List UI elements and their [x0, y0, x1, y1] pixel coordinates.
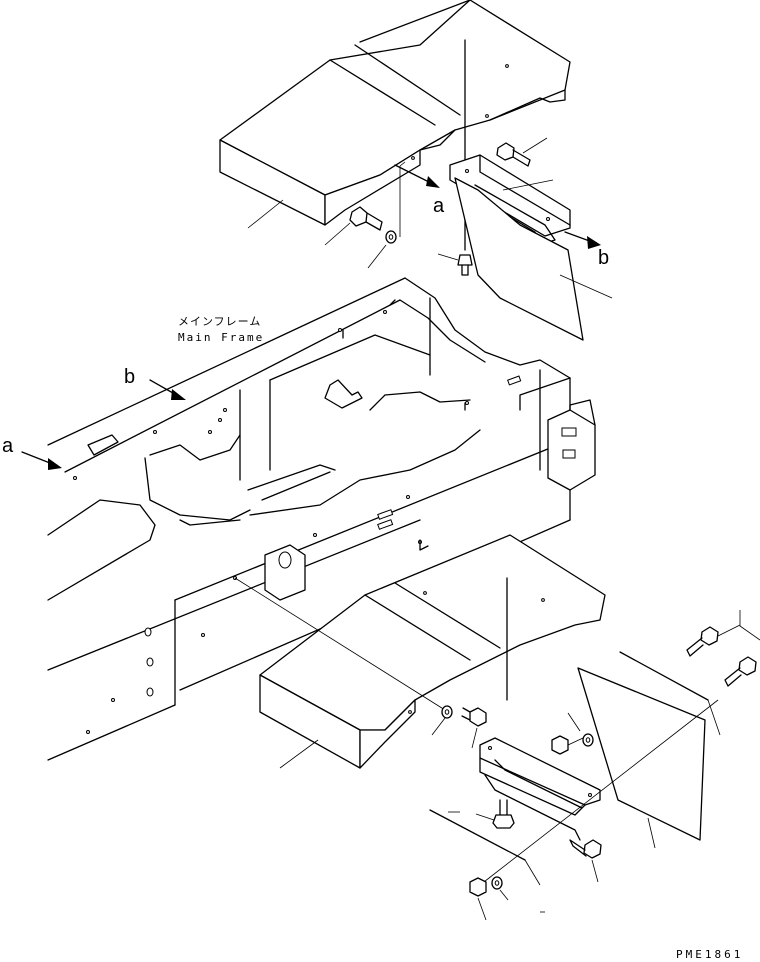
bolt-lower-right: [569, 839, 602, 883]
main-frame-label-en: Main Frame: [178, 331, 264, 344]
ref-label-a-top: a: [433, 195, 445, 217]
main-frame-label-jp: メインフレーム: [178, 315, 261, 328]
washer-lower-right: [567, 712, 594, 747]
bolt-right-lower: [724, 610, 760, 687]
washer-lower: [431, 705, 453, 736]
arrow-b-left: b: [124, 366, 186, 400]
bolt-right-upper: [686, 624, 741, 657]
bolt-lower-middle: [461, 707, 487, 749]
mudflap-top: [454, 177, 613, 341]
bolt-vertical-lower: [475, 799, 515, 829]
arrow-a-top: a: [394, 164, 445, 217]
leader-line-lower: [479, 699, 719, 886]
washer-upper-left: [367, 161, 406, 269]
rod-lower-left: [429, 809, 541, 886]
ref-label-b-left: b: [124, 366, 135, 388]
washer-bottom: [491, 876, 509, 901]
nut-bottom: [469, 877, 487, 921]
nut-lower-middle: [551, 735, 584, 755]
ref-label-a-left: a: [2, 435, 14, 457]
leader-line-frame: [234, 577, 446, 711]
mudflap-bracket-lower: [479, 737, 601, 841]
ref-label-b-top: b: [598, 247, 609, 269]
main-frame: [47, 277, 596, 761]
mudflap-lower: [577, 667, 706, 849]
drawing-code: PME1861: [676, 948, 743, 961]
main-frame-label: メインフレーム Main Frame: [178, 315, 264, 344]
upper-cover: [219, 0, 571, 229]
bolt-upper-left: [324, 206, 383, 246]
lower-cover: [259, 534, 606, 769]
bolt-top-right: [496, 137, 548, 167]
arrow-b-top: b: [564, 231, 609, 269]
arrow-a-left: a: [2, 435, 62, 470]
